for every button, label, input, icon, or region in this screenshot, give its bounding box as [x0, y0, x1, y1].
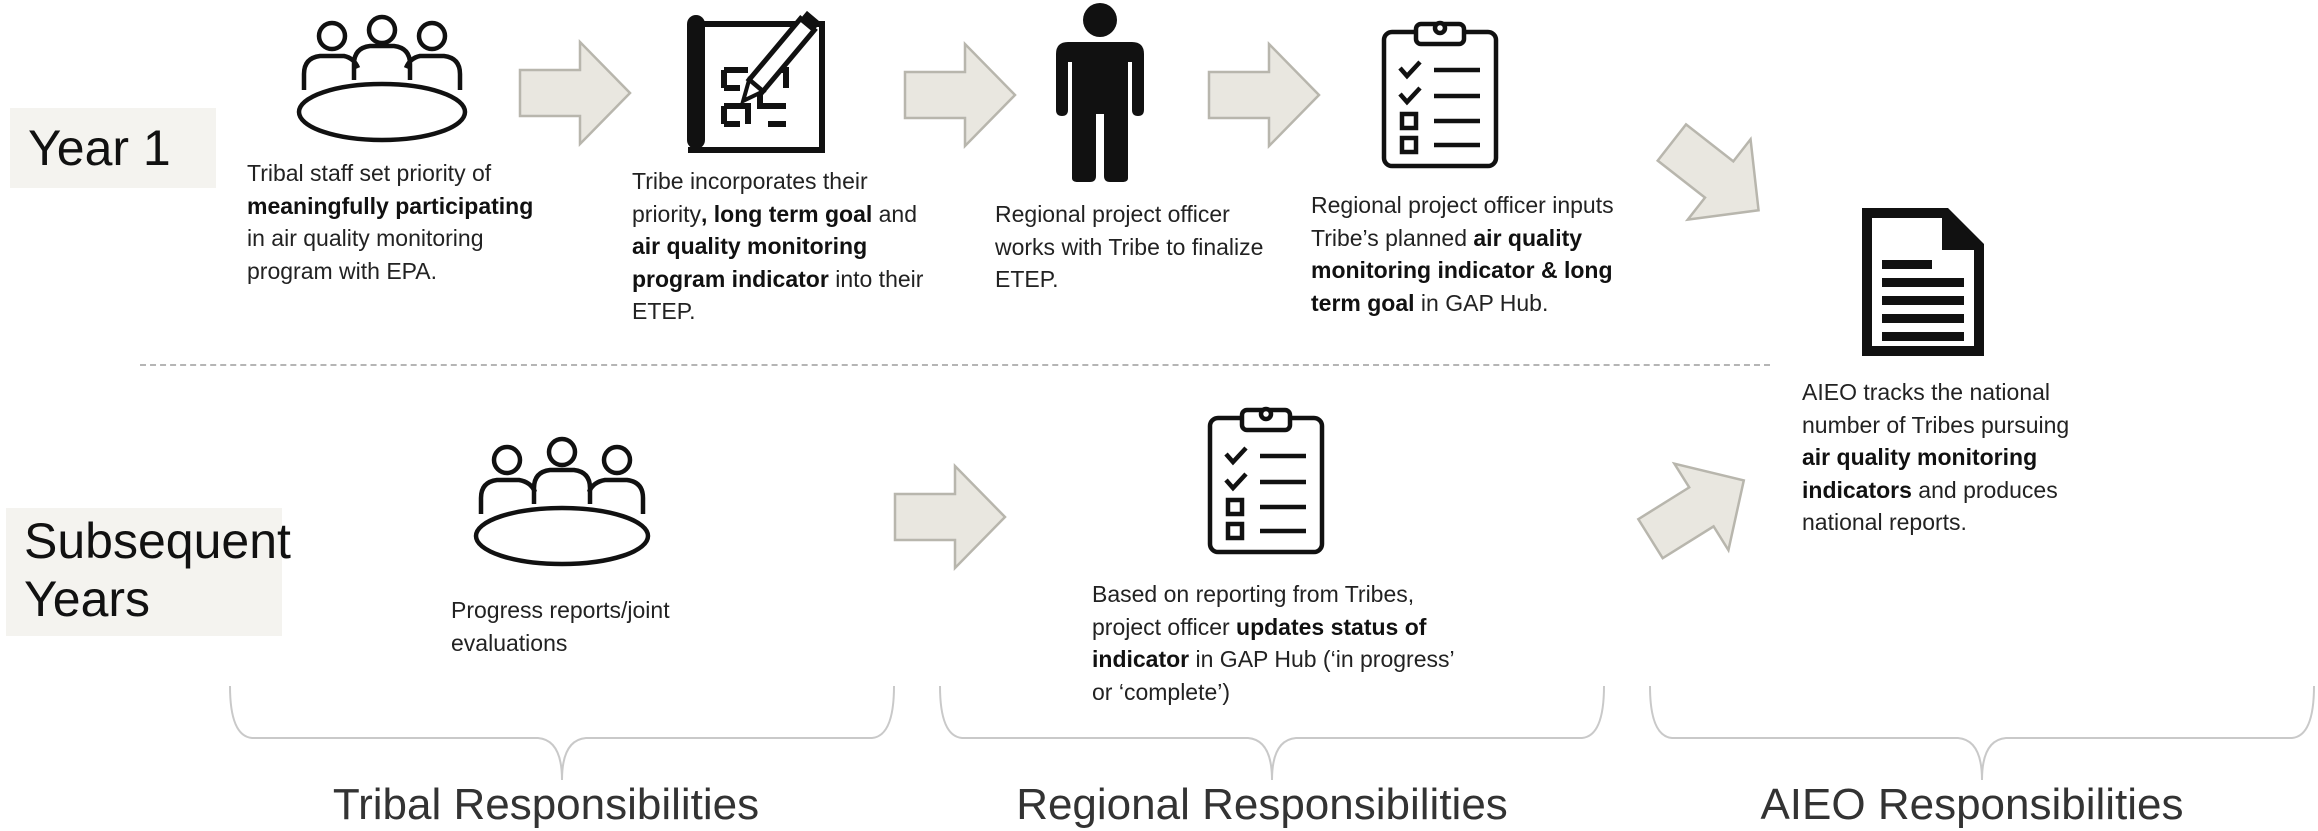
footer-aieo-responsibilities: AIEO Responsibilities [1760, 780, 2184, 829]
row-label-subsequent-line2: Years [24, 571, 151, 627]
document-icon [1862, 208, 1984, 356]
flow-arrow-1 [518, 38, 632, 148]
flow-arrow-up-right [1636, 461, 1746, 560]
etep-incorporation-text: Tribe incorporates their priority, long … [632, 168, 924, 324]
row-label-subsequent-line1: Subsequent [24, 513, 291, 569]
person-icon [1056, 3, 1144, 182]
blueprint-pencil-icon [687, 10, 825, 153]
row-label-subsequent-years: Subsequent Years [6, 508, 291, 636]
row-label-year-1: Year 1 [10, 108, 216, 188]
regional-brace [939, 685, 1605, 781]
status-update-text: Based on reporting from Tribes, project … [1092, 581, 1454, 705]
meeting-table-icon [296, 14, 468, 143]
flow-arrow-3 [1207, 40, 1321, 150]
flow-arrow-down-right [1655, 122, 1760, 222]
aieo-tracking-text: AIEO tracks the national number of Tribe… [1802, 379, 2070, 535]
aieo-brace [1649, 685, 2315, 781]
row-label-year-1-text: Year 1 [28, 120, 171, 176]
flow-arrow-2 [903, 40, 1017, 150]
gap-hub-input-text: Regional project officer inputs Tribe’s … [1311, 192, 1614, 316]
meeting-table-icon [473, 436, 651, 567]
clipboard-checklist-icon [1381, 20, 1499, 169]
footer-tribal-responsibilities: Tribal Responsibilities [332, 780, 760, 829]
clipboard-checklist-icon [1207, 406, 1325, 555]
tribal-priority-text: Tribal staff set priority of meaningfull… [247, 160, 534, 284]
footer-regional-responsibilities: Regional Responsibilities [1016, 780, 1508, 829]
flow-arrow-4 [893, 462, 1007, 572]
progress-reports-text: Progress reports/joint evaluations [451, 597, 670, 656]
row-divider [140, 364, 1770, 366]
tribal-brace [229, 685, 895, 781]
regional-officer-text: Regional project officer works with Trib… [995, 201, 1264, 292]
